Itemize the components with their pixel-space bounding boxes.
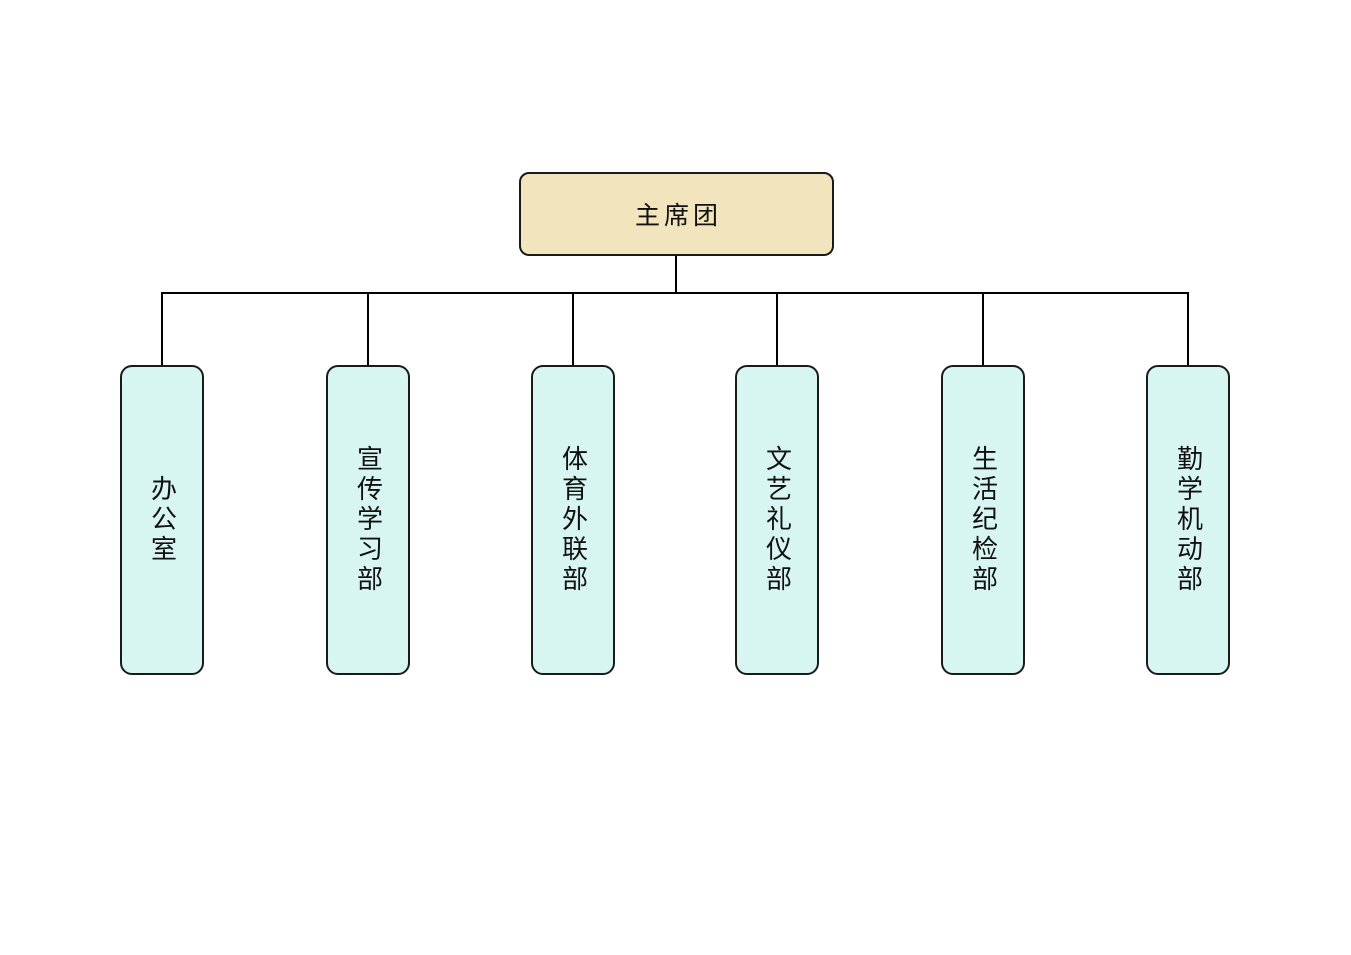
node-presidium[interactable]: 主席团 (519, 172, 834, 256)
node-arts-etiquette-dept-label: 文艺礼仪部 (762, 445, 792, 595)
connector-drop-6 (1187, 292, 1189, 365)
node-publicity-study-dept-label: 宣传学习部 (353, 445, 383, 595)
node-sports-outreach-dept-label: 体育外联部 (558, 445, 588, 595)
node-life-discipline-dept[interactable]: 生活纪检部 (941, 365, 1025, 675)
node-office[interactable]: 办公室 (120, 365, 204, 675)
node-life-discipline-dept-label: 生活纪检部 (968, 445, 998, 595)
node-diligence-mobility-dept-label: 勤学机动部 (1173, 445, 1203, 595)
connector-drop-3 (572, 292, 574, 365)
node-publicity-study-dept[interactable]: 宣传学习部 (326, 365, 410, 675)
node-presidium-label: 主席团 (634, 203, 722, 230)
connector-drop-5 (982, 292, 984, 365)
connector-root-stub (675, 256, 677, 294)
connector-drop-1 (161, 292, 163, 365)
node-sports-outreach-dept[interactable]: 体育外联部 (531, 365, 615, 675)
node-office-label: 办公室 (147, 475, 177, 565)
connector-drop-4 (776, 292, 778, 365)
connector-bus (161, 292, 1189, 294)
connector-drop-2 (367, 292, 369, 365)
node-arts-etiquette-dept[interactable]: 文艺礼仪部 (735, 365, 819, 675)
node-diligence-mobility-dept[interactable]: 勤学机动部 (1146, 365, 1230, 675)
